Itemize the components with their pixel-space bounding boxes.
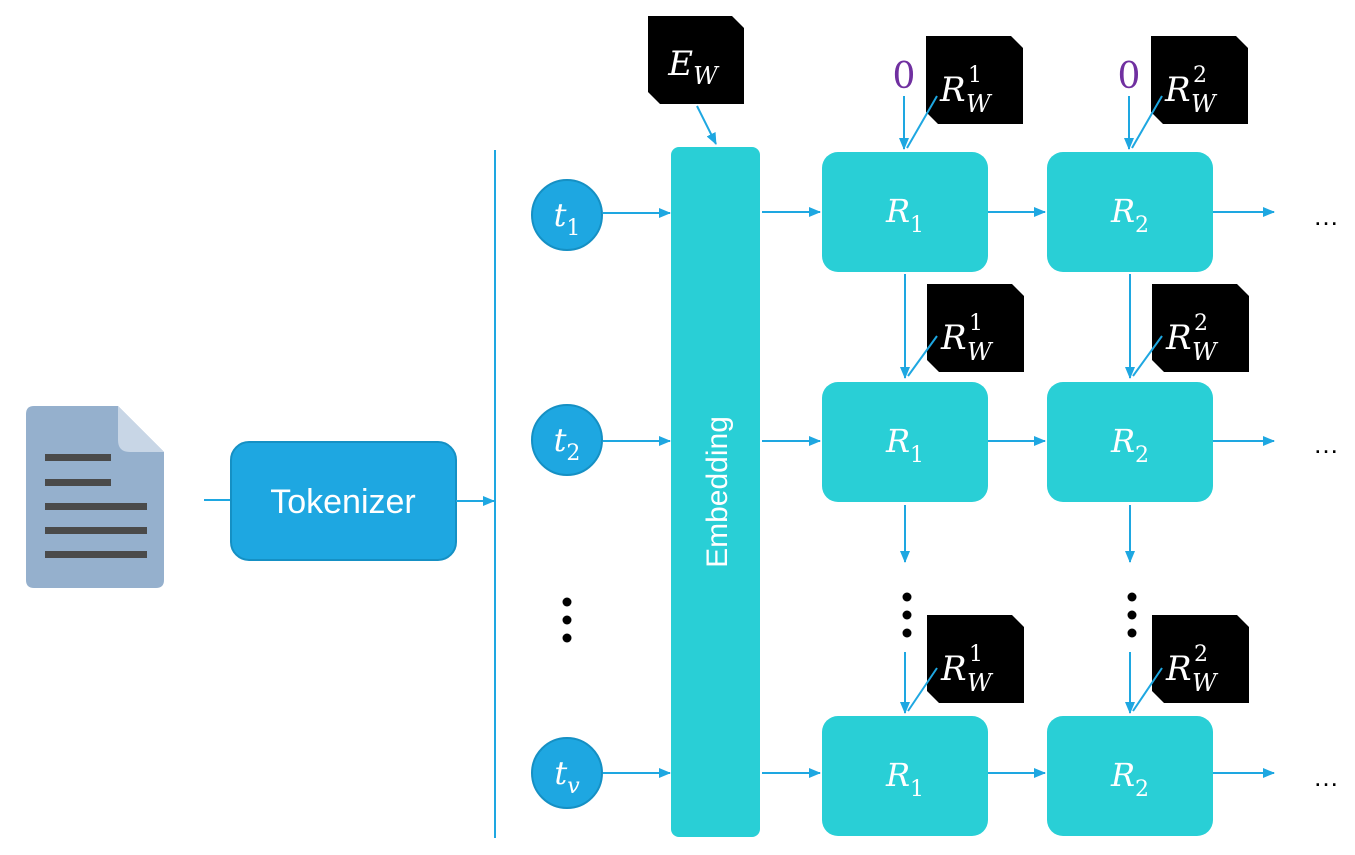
svg-text:R2W: R2W xyxy=(1165,311,1219,366)
horizontal-ellipsis: … xyxy=(1313,429,1339,459)
token-circle-1: t1 xyxy=(531,179,603,251)
r1-block-row3: R1 xyxy=(822,716,988,836)
svg-text:R1: R1 xyxy=(885,756,924,802)
svg-text:R2W: R2W xyxy=(1164,63,1218,118)
r2-block-row1: R2 xyxy=(1047,152,1213,272)
r1-block-row1: R1 xyxy=(822,152,988,272)
r1-block-row2: R1 xyxy=(822,382,988,502)
r1-vertical-ellipsis xyxy=(902,592,912,638)
svg-text:R2: R2 xyxy=(1110,192,1149,238)
svg-text:R2W: R2W xyxy=(1165,642,1219,697)
token-label: tv xyxy=(554,754,580,799)
embedding-label: Embedding xyxy=(701,416,734,568)
svg-text:EW: EW xyxy=(667,44,720,90)
weight-input-line xyxy=(1132,335,1163,377)
token-vertical-ellipsis xyxy=(562,597,572,643)
svg-text:R1: R1 xyxy=(885,422,924,468)
svg-text:R1W: R1W xyxy=(939,63,993,118)
token-label: t2 xyxy=(554,421,581,466)
token-circle-2: t2 xyxy=(531,404,603,476)
initial-state-zero: 0 xyxy=(1118,56,1141,97)
r2-block-row2: R2 xyxy=(1047,382,1213,502)
weight-input-line xyxy=(906,95,938,149)
horizontal-ellipsis: … xyxy=(1313,201,1339,231)
weight-input-line xyxy=(1132,667,1163,712)
horizontal-ellipsis: … xyxy=(1313,762,1339,792)
svg-text:R2: R2 xyxy=(1110,756,1149,802)
svg-text:R1: R1 xyxy=(885,192,924,238)
r2-vertical-ellipsis xyxy=(1127,592,1137,638)
svg-text:R1W: R1W xyxy=(940,642,994,697)
weight-input-line xyxy=(907,667,938,712)
initial-state-zero: 0 xyxy=(893,56,916,97)
embedding-layer: Embedding xyxy=(671,147,760,837)
tokenizer-box: Tokenizer xyxy=(230,441,457,561)
embedding-weight-chip: EW xyxy=(648,16,744,104)
r2-block-row3: R2 xyxy=(1047,716,1213,836)
document-icon xyxy=(26,406,164,588)
token-label: t1 xyxy=(554,196,581,241)
tokenizer-label: Tokenizer xyxy=(270,483,416,521)
weight-input-line xyxy=(907,335,938,377)
svg-text:R1W: R1W xyxy=(940,311,994,366)
embedding-weight-arrow xyxy=(696,105,717,145)
token-circle-v: tv xyxy=(531,737,603,809)
weight-input-line xyxy=(1131,95,1163,149)
svg-text:R2: R2 xyxy=(1110,422,1149,468)
